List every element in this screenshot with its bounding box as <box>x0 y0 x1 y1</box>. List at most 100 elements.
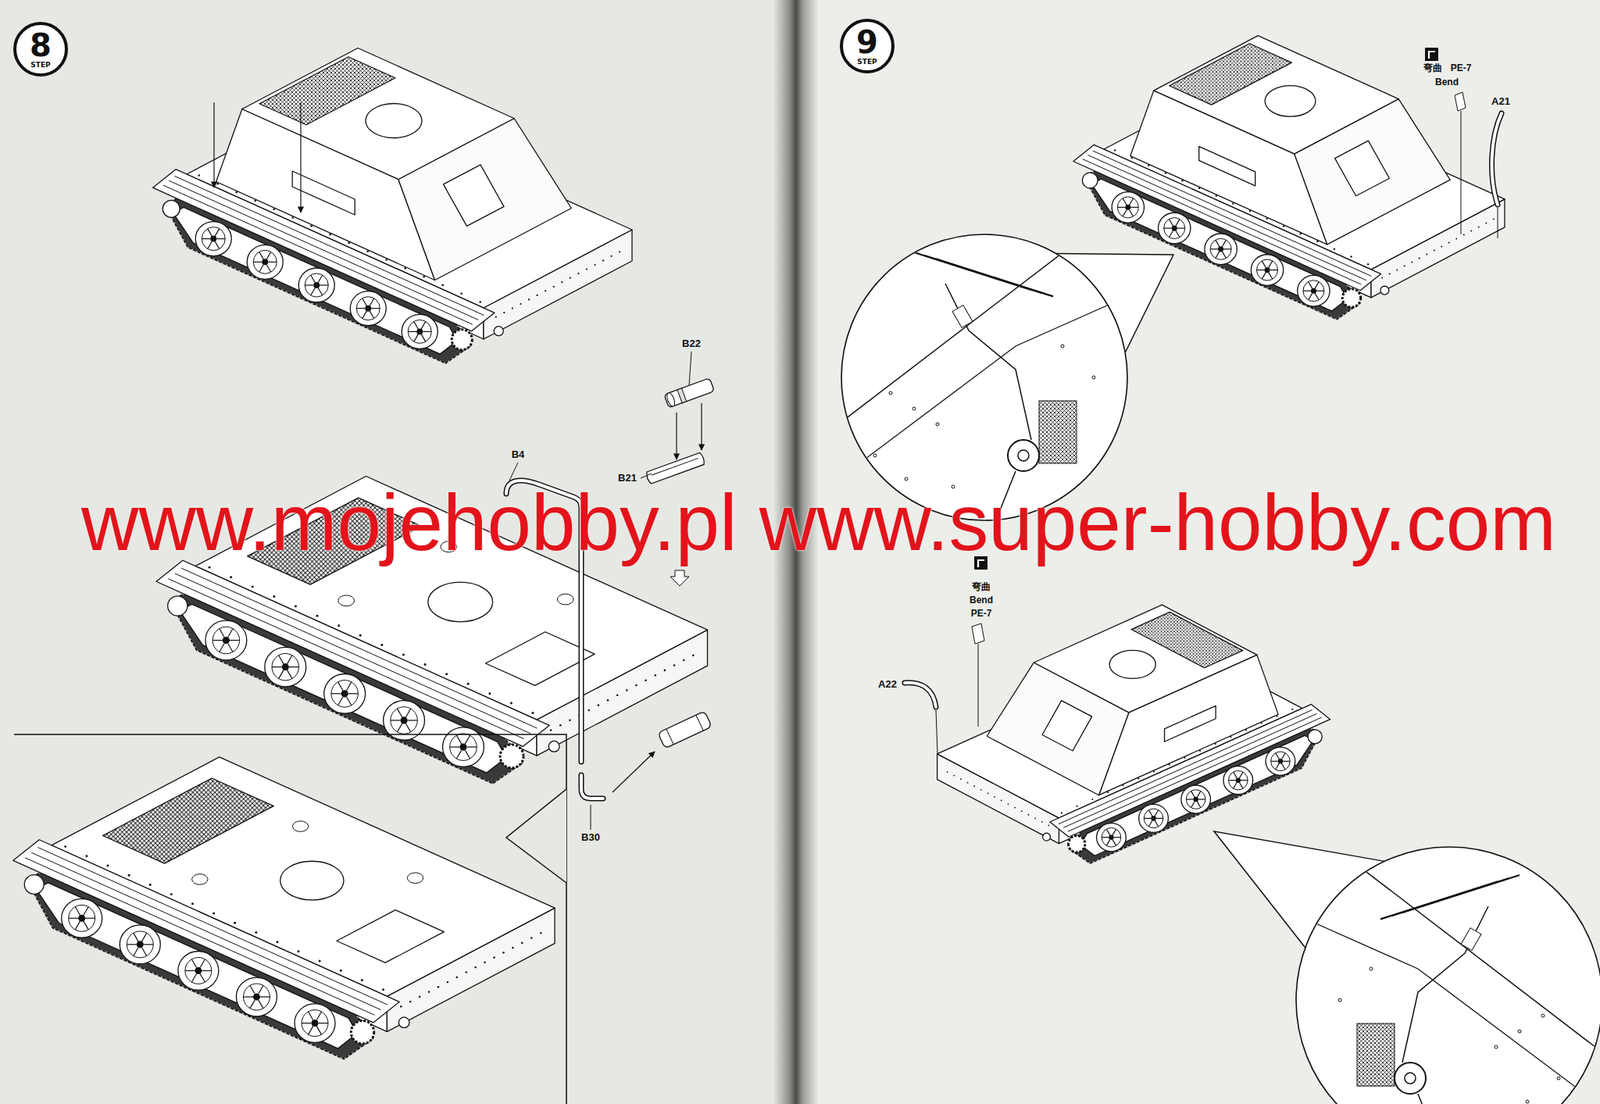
wheel-spoke <box>287 655 293 665</box>
rivet <box>587 709 590 712</box>
wheel-spoke <box>1154 810 1159 817</box>
rivet <box>437 985 440 988</box>
rivet <box>1333 248 1336 250</box>
wheel-spoke <box>1282 753 1286 760</box>
wheel-spoke <box>259 264 265 273</box>
part-a21 <box>1492 113 1502 205</box>
rivet <box>553 285 555 288</box>
rivet <box>294 604 297 608</box>
inset-frame <box>14 734 567 1104</box>
road-wheel <box>61 898 103 938</box>
wheel-hub <box>261 258 268 265</box>
rivet <box>1470 229 1472 232</box>
rivet <box>1557 1076 1561 1080</box>
wheel-spoke <box>1261 272 1266 280</box>
access-panel <box>336 910 444 964</box>
wheel-spoke <box>228 642 233 652</box>
wheel-spoke <box>260 996 270 997</box>
wheel-spoke <box>200 959 205 968</box>
wheel-hub <box>1235 777 1242 783</box>
wheel-spoke <box>338 682 343 691</box>
wheel-spoke <box>369 298 375 307</box>
rivet <box>597 703 600 707</box>
wheel-spoke <box>1308 292 1313 300</box>
rivet <box>1007 803 1010 805</box>
rivet <box>424 663 427 666</box>
rivet <box>1440 245 1443 247</box>
rivet <box>418 996 421 998</box>
rivet <box>1367 263 1369 265</box>
wheel-spoke <box>1143 817 1151 819</box>
rivet <box>912 407 916 411</box>
side-hatch <box>1199 146 1256 186</box>
road-wheel <box>324 674 366 715</box>
drive-sprocket <box>1067 835 1085 853</box>
wheel-spoke <box>456 735 461 744</box>
wheel-spoke <box>1282 763 1286 770</box>
wheel-spoke <box>1228 779 1236 781</box>
rivet <box>692 653 695 657</box>
wheel-hub <box>364 305 372 312</box>
leader-line <box>590 804 592 830</box>
rivet <box>456 975 458 978</box>
wheel-spoke <box>185 970 195 972</box>
wheel-spoke <box>308 1011 314 1021</box>
wheel-spoke <box>219 642 225 652</box>
hull-edge <box>1277 906 1600 1104</box>
wheel-spoke <box>407 331 417 333</box>
wheel-spoke <box>1221 239 1226 247</box>
callout-ground <box>1296 846 1600 1104</box>
track-detail <box>1357 1023 1395 1086</box>
wheel-hub <box>282 663 290 671</box>
fender-stripe <box>31 852 381 1010</box>
wheel-spoke <box>1148 820 1153 827</box>
road-wheel <box>235 977 277 1017</box>
rivet <box>502 951 504 954</box>
step-number: 9 <box>856 26 879 58</box>
wheel-spoke <box>83 907 89 916</box>
part-label: PE-7 <box>1449 63 1474 75</box>
drawing-part <box>665 392 677 408</box>
wheel-spoke <box>1215 251 1220 259</box>
rivet <box>946 771 949 773</box>
wheel-hub <box>253 992 261 1000</box>
muffler <box>657 710 712 749</box>
part-b30 <box>581 775 604 799</box>
wheel-spoke <box>405 723 411 733</box>
bend-icon <box>1425 47 1439 61</box>
wheel-rim <box>242 983 270 1011</box>
rivet <box>1478 225 1480 228</box>
wheel-spoke <box>191 973 197 983</box>
callout-circle <box>1296 846 1600 1104</box>
rivet <box>559 724 562 727</box>
rivet <box>560 281 563 283</box>
wheel-spoke <box>126 943 136 945</box>
wheel-spoke <box>1268 260 1273 268</box>
rivet <box>359 634 362 637</box>
wheel-spoke <box>369 310 375 319</box>
rivet <box>495 316 497 318</box>
rivet <box>337 624 340 627</box>
wheel-hub <box>1150 815 1157 822</box>
tank-illustration <box>153 48 633 365</box>
wheel-spoke <box>1114 836 1122 838</box>
rivet <box>1060 344 1065 348</box>
wheel-spoke <box>310 287 316 296</box>
wheel-spoke <box>310 275 316 283</box>
wheel-spoke <box>1257 269 1265 271</box>
wheel-spoke <box>414 321 419 329</box>
assembly-arrow <box>213 102 215 188</box>
rivet <box>532 711 535 715</box>
rivet <box>428 990 430 993</box>
wheel-hub <box>311 1019 319 1027</box>
wheel-spoke <box>68 917 79 919</box>
road-wheel <box>1204 233 1237 265</box>
wheel-spoke <box>250 1000 255 1009</box>
wheel-spoke <box>1215 239 1220 247</box>
wheel-rim <box>271 653 300 681</box>
wheel-hub <box>1217 246 1224 252</box>
wheel-spoke <box>1129 209 1134 217</box>
vision-block <box>1042 700 1093 751</box>
wheel-spoke <box>396 708 402 718</box>
